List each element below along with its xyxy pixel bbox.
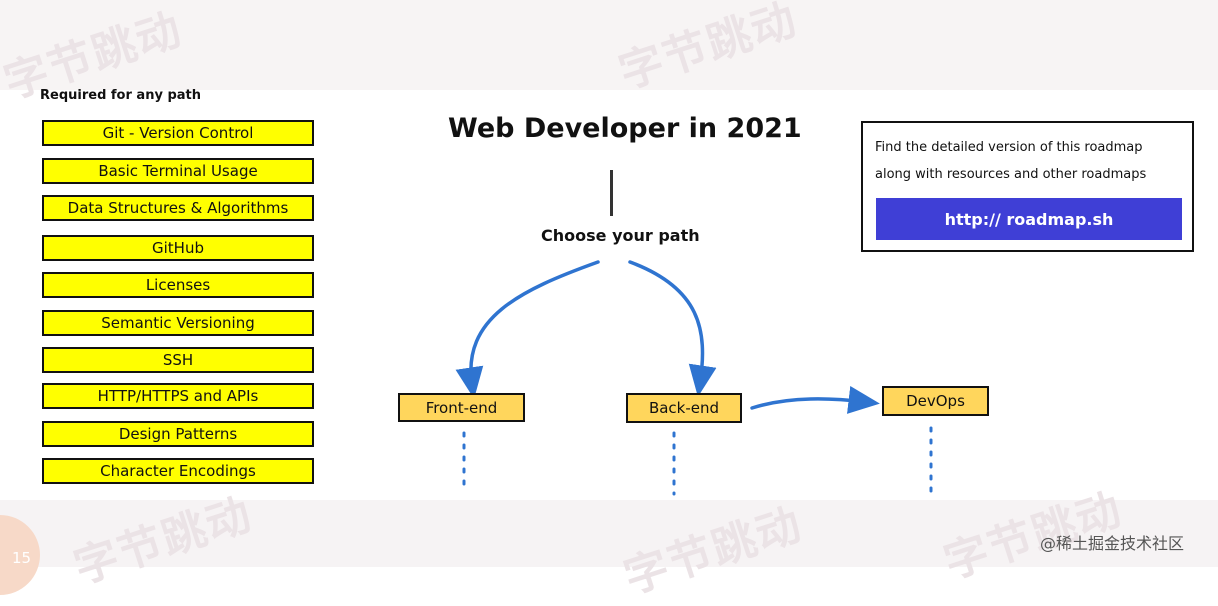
required-item-dsa: Data Structures & Algorithms bbox=[42, 195, 314, 221]
required-item-http: HTTP/HTTPS and APIs bbox=[42, 383, 314, 409]
required-item-ssh: SSH bbox=[42, 347, 314, 373]
required-item-github: GitHub bbox=[42, 235, 314, 261]
choose-path-label: Choose your path bbox=[541, 226, 700, 245]
path-frontend: Front-end bbox=[398, 393, 525, 422]
required-item-semver: Semantic Versioning bbox=[42, 310, 314, 336]
top-background-band bbox=[0, 0, 1218, 90]
path-backend: Back-end bbox=[626, 393, 742, 423]
bottom-background-band bbox=[0, 500, 1218, 567]
roadmap-link-button[interactable]: http:// roadmap.sh bbox=[876, 198, 1182, 240]
arrow-to-frontend bbox=[455, 260, 600, 399]
required-item-git: Git - Version Control bbox=[42, 120, 314, 146]
required-section-title: Required for any path bbox=[40, 88, 202, 103]
required-item-design-patterns: Design Patterns bbox=[42, 421, 314, 447]
arrow-to-backend bbox=[628, 260, 717, 397]
info-line-2: along with resources and other roadmaps bbox=[875, 167, 1147, 182]
info-line-1: Find the detailed version of this roadma… bbox=[875, 140, 1143, 155]
title-connector-line bbox=[610, 170, 613, 216]
required-item-licenses: Licenses bbox=[42, 272, 314, 298]
arrow-to-devops bbox=[750, 386, 880, 414]
slide-number: 15 bbox=[12, 549, 32, 567]
path-arrows bbox=[455, 260, 933, 498]
roadmap-title: Web Developer in 2021 bbox=[448, 113, 802, 144]
required-item-encodings: Character Encodings bbox=[42, 458, 314, 484]
source-credit: @稀土掘金技术社区 bbox=[1040, 534, 1185, 553]
path-devops: DevOps bbox=[882, 386, 989, 416]
roadmap-info-box: Find the detailed version of this roadma… bbox=[861, 121, 1194, 252]
required-item-terminal: Basic Terminal Usage bbox=[42, 158, 314, 184]
